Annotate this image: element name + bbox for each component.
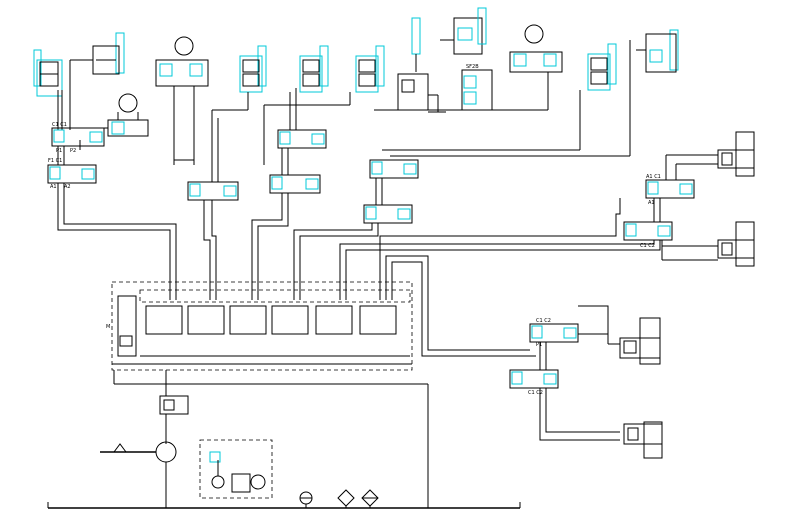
valve-right-low-label: C1 C2 <box>640 243 655 249</box>
valve-right-low: C1 C2 <box>623 198 673 249</box>
valve-lower-b: C1 C2 <box>509 369 620 441</box>
valve-stack-top-center: SF2B <box>397 7 493 113</box>
top-block-label: SF2B <box>466 64 479 70</box>
valve-top-left-port-p2: P2 <box>70 148 76 154</box>
valve-top-left-port-p1: P1 <box>56 148 62 154</box>
valve-center-mid <box>269 174 321 194</box>
cylinder-right-2 <box>661 221 755 267</box>
motor-symbol-left <box>104 93 149 137</box>
valve-mid-left <box>187 181 239 201</box>
manifold-feed-lines <box>57 159 661 300</box>
valve-lower-b-label: C1 C2 <box>528 390 543 396</box>
valve-lower-a: C1 C2 P1 <box>385 255 609 370</box>
cylinder-group-4 <box>263 45 385 165</box>
cylinder-right-1 <box>665 131 755 180</box>
power-unit <box>47 370 521 509</box>
main-manifold: M <box>106 281 413 371</box>
valve-lower-p: P1 <box>536 342 542 348</box>
valve-center-right-b <box>363 178 413 224</box>
valve-right-a: A1 <box>648 200 655 206</box>
valve-top-left-label: C1 C1 <box>52 122 67 128</box>
cylinder-group-top-mid <box>211 45 267 182</box>
cylinder-group-top-left <box>33 32 125 130</box>
valve-right-mid: A1 C1 A1 <box>645 174 695 206</box>
manifold-m-label: M <box>106 324 110 330</box>
motor-symbol-right <box>374 24 563 111</box>
motor-symbol-top <box>155 36 209 165</box>
valve-lower-label: C1 C2 <box>536 318 551 324</box>
valve-left-a1: A1 <box>50 184 57 190</box>
valve-center-top <box>277 129 327 175</box>
valve-left-mid-label: F1 C1 <box>48 158 62 164</box>
cylinder-group-far-right-top <box>390 29 679 157</box>
valve-right-mid-label: A1 C1 <box>646 174 661 180</box>
cylinder-lower-2 <box>623 421 663 459</box>
valve-top-left: C1 C1 P1 P2 <box>51 122 105 154</box>
cylinder-group-right-top <box>382 43 617 151</box>
valve-center-right-a <box>369 159 419 179</box>
cylinder-group-3 <box>289 45 329 130</box>
valve-left-a2: A2 <box>64 184 71 190</box>
cylinder-lower-1 <box>607 306 661 365</box>
valve-left-mid: F1 C1 A1 A2 <box>47 140 97 190</box>
